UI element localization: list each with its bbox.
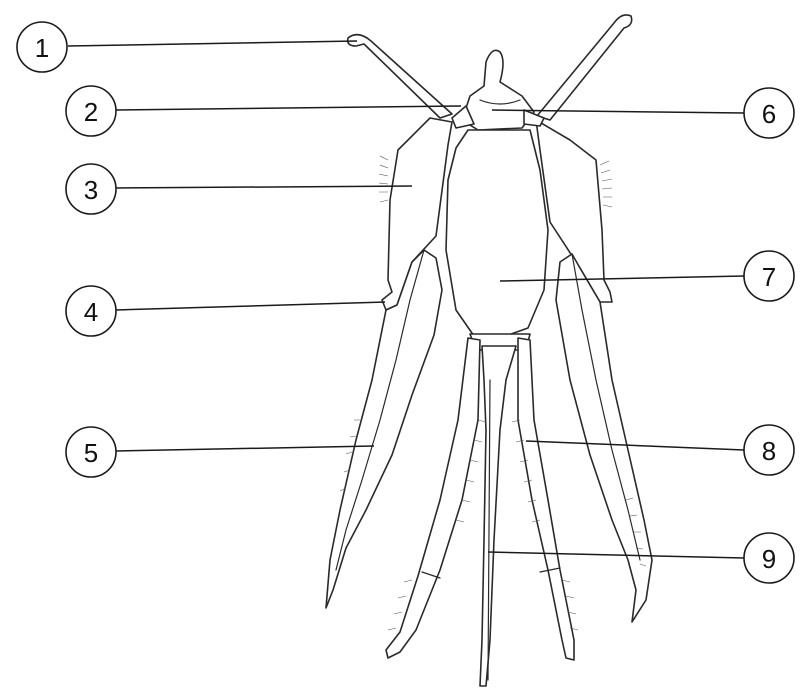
leader-line-8 [526,441,744,450]
leader-line-1 [68,41,357,46]
callout-7: 7 [744,251,794,301]
callout-label: 9 [762,544,776,574]
callout-9: 9 [744,533,794,583]
callout-label: 2 [84,97,98,127]
central-stylet [480,346,516,686]
leader-line-5 [116,446,374,451]
leader-line-9 [488,552,744,558]
callout-label: 1 [35,33,49,63]
callout-8: 8 [744,425,794,475]
right-antenna [537,15,632,120]
specimen-drawing [326,15,652,686]
thorax [446,130,548,338]
leader-line-3 [116,186,412,188]
leader-line-2 [116,106,461,110]
callout-3: 3 [66,164,116,214]
callout-label: 7 [762,262,776,292]
callout-label: 5 [84,438,98,468]
leader-line-4 [116,302,385,310]
callout-label: 3 [84,175,98,205]
left-antenna [348,35,452,118]
callout-label: 6 [762,99,776,129]
right-leg-long [556,254,652,622]
callout-label: 4 [84,297,98,327]
callout-2: 2 [66,86,116,136]
callout-4: 4 [66,286,116,336]
callout-5: 5 [66,427,116,477]
right-inner-leg [518,338,574,660]
callout-6: 6 [744,88,794,138]
callout-label: 8 [762,436,776,466]
callout-1: 1 [17,22,67,72]
